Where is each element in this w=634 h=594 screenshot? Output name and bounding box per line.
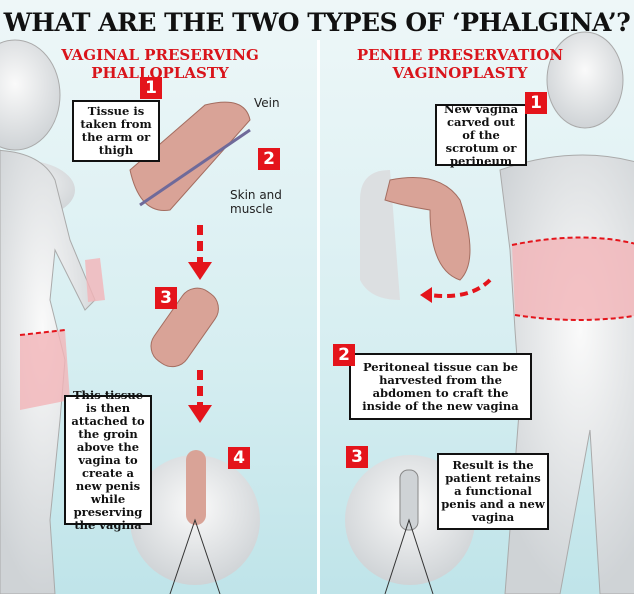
left-step2-badge: 2 (258, 148, 280, 170)
left-step3-badge: 3 (155, 287, 177, 309)
left-step1-badge: 1 (140, 77, 162, 99)
genital-illustration (360, 170, 492, 303)
right-step2-badge: 2 (333, 344, 355, 366)
left-step4-badge: 4 (228, 447, 250, 469)
right-step3-text: Result is the patient retains a function… (437, 453, 549, 530)
right-step1-badge: 1 (525, 92, 547, 114)
right-step1-text: New vagina carved out of the scrotum or … (435, 102, 527, 167)
page-title: WHAT ARE THE TWO TYPES OF ‘PHALGINA’? (3, 8, 631, 37)
vein-label: Vein (254, 96, 280, 110)
female-body-figure (0, 39, 105, 594)
right-heading-line2: VAGINOPLASTY (392, 64, 528, 82)
right-step3-badge: 3 (346, 446, 368, 468)
left-heading-line2: PHALLOPLASTY (91, 64, 229, 82)
left-step4-text: This tissue is then attached to the groi… (64, 388, 152, 531)
left-heading-line1: VAGINAL PRESERVING (61, 46, 259, 64)
skin-muscle-label: Skin and muscle (230, 188, 282, 216)
divider (317, 40, 320, 594)
right-step2-text: Peritoneal tissue can be harvested from … (349, 353, 532, 420)
left-step1-text: Tissue is taken from the arm or thigh (72, 100, 160, 162)
right-heading-line1: PENILE PRESERVATION (356, 46, 564, 64)
tissue-flap (129, 101, 251, 211)
tissue-tube (150, 287, 219, 368)
